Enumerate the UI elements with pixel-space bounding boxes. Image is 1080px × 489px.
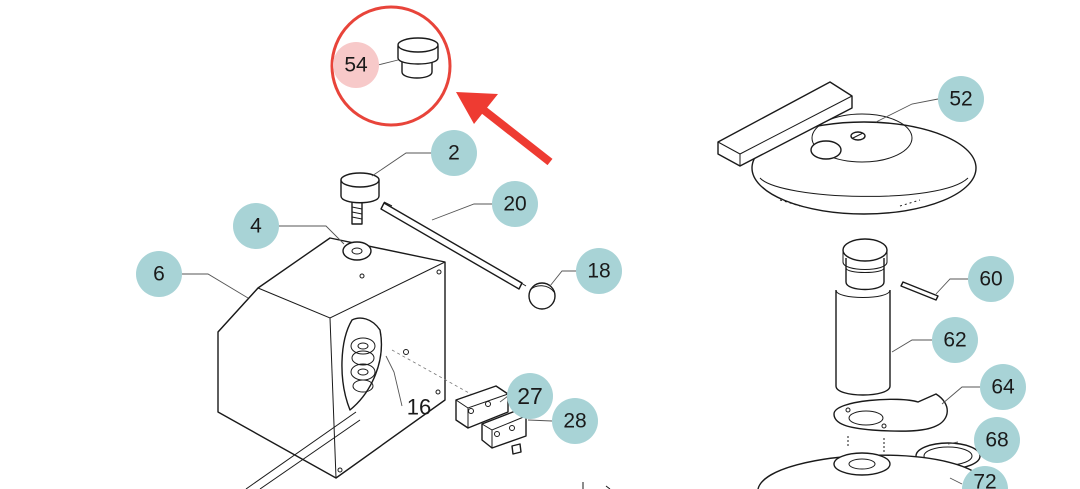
label-16: 16 [407,395,431,420]
callout-label: 68 [985,429,1008,452]
cover-plate-part-52 [717,81,977,215]
shaft-part-62 [835,238,891,396]
callout-label: 4 [250,215,262,238]
callout-2: 2 [431,130,477,176]
callout-18: 18 [576,248,622,294]
callout-20: 20 [492,181,538,227]
callout-label: 62 [943,329,966,352]
cap-part-54 [397,37,439,79]
callouts: 54 2 20 18 4 6 27 28 [136,42,1026,489]
callout-72: 72 [962,466,1008,489]
callout-60: 60 [968,256,1014,302]
callout-label: 27 [517,383,543,409]
callout-label: 18 [587,260,610,283]
base-disc [757,436,989,489]
callout-6: 6 [136,251,182,297]
tank-housing [217,237,479,489]
callout-28: 28 [552,398,598,444]
callout-label: 72 [973,471,996,489]
arrow-icon [456,92,553,166]
callout-54: 54 [333,42,379,88]
callout-27: 27 [507,373,553,419]
callout-label: 52 [949,88,972,111]
callout-52: 52 [938,76,984,122]
callout-label: 28 [563,410,586,433]
washer-part-4 [342,241,372,261]
pin-part-60 [900,281,939,301]
callout-label: 54 [344,54,368,77]
callout-68: 68 [974,417,1020,463]
rod-part-20 [380,201,527,290]
callout-label: 6 [153,263,165,286]
callout-label: 64 [991,376,1015,399]
callout-label: 60 [979,268,1002,291]
highlight-ring [330,5,452,127]
callout-4: 4 [233,203,279,249]
callout-62: 62 [932,317,978,363]
bracket-part-27 [455,385,509,429]
callout-label: 2 [448,142,460,165]
knob-part-2 [340,172,380,225]
callout-label: 20 [503,193,526,216]
leader-lines [182,59,980,485]
ball-knob-part-18 [528,282,556,310]
callout-64: 64 [980,364,1026,410]
plate-part-64 [833,393,948,432]
